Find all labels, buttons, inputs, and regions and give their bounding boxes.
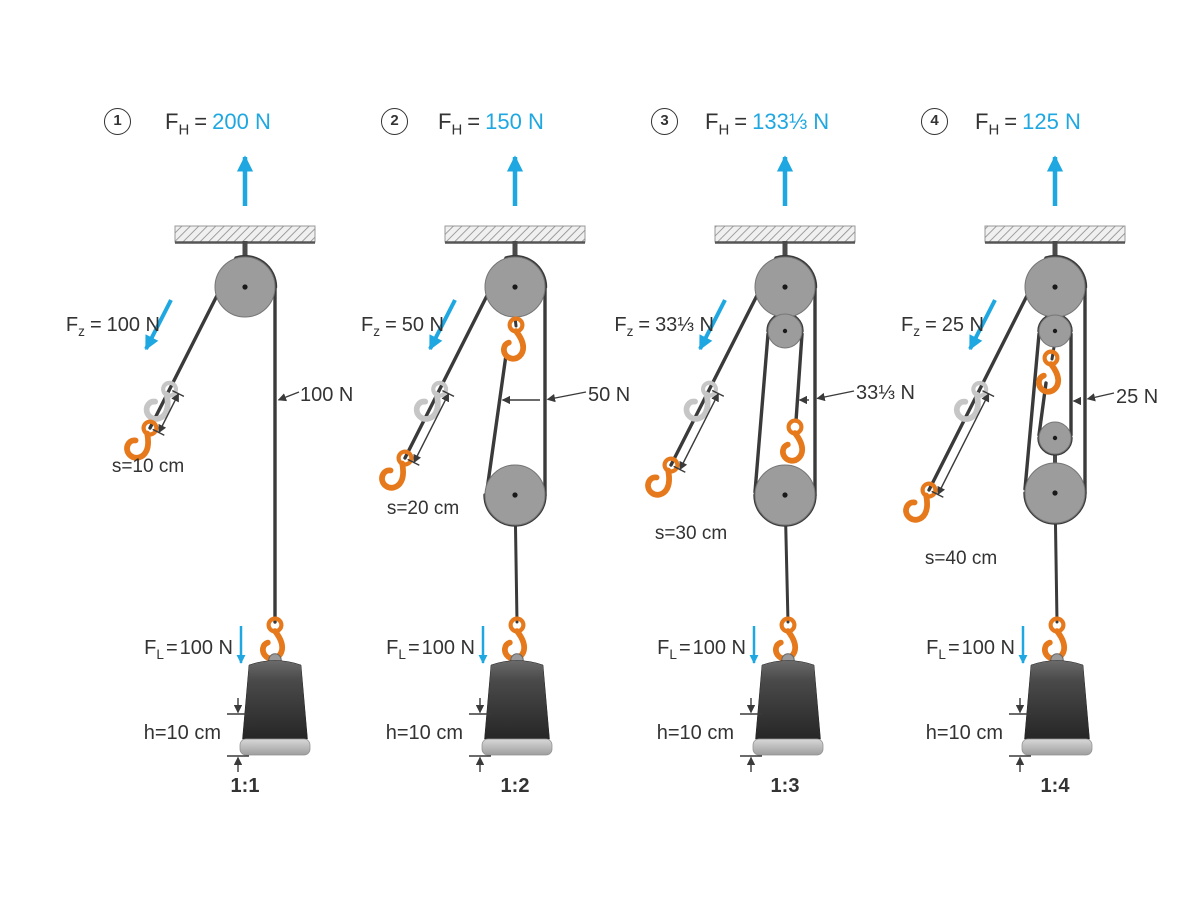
s-dimension (407, 389, 455, 466)
panel-number: 2 (381, 108, 408, 135)
ratio-label: 1:2 (500, 775, 530, 797)
load-hook (263, 619, 282, 659)
ratio-label: 1:3 (770, 775, 800, 797)
fixed-pulley-small (1038, 314, 1072, 348)
anchor-hook (1039, 352, 1058, 392)
load-hook (1045, 619, 1064, 659)
load-weight (239, 653, 311, 756)
rope-tension-label: 50 N (588, 384, 631, 406)
panel-number: 1 (104, 108, 131, 135)
ceiling-mount (444, 225, 586, 244)
force-fh-label: FH=133⅓ N (705, 109, 830, 139)
load-weight (1021, 653, 1093, 756)
h-dimension (740, 698, 762, 772)
rope-tension-label: 100 N (300, 384, 354, 406)
ceiling-mount (984, 225, 1126, 244)
h-dimension (1009, 698, 1031, 772)
force-fz-arrow (428, 299, 457, 351)
s-dimension (931, 390, 995, 498)
ghost-hook (143, 378, 178, 422)
panel-1-rig (124, 155, 316, 772)
force-fz-arrow (968, 299, 997, 351)
force-fz-label: Fz=33⅓ N (614, 314, 714, 339)
ghost-hook (683, 378, 718, 422)
h-dimension (227, 698, 249, 772)
force-fh-label: FH=150 N (438, 109, 544, 139)
height-label: h=10 cm (925, 722, 1003, 744)
rope-tension-label: 25 N (1116, 386, 1159, 408)
s-distance-label: s=10 cm (111, 456, 185, 477)
fixed-pulley-large (754, 256, 816, 318)
fixed-pulley-small (767, 313, 803, 349)
force-fz-arrow (144, 299, 173, 351)
tie-strand (794, 332, 804, 423)
ceiling-mount (174, 225, 316, 244)
movable-pulley-large (1024, 462, 1086, 524)
s-dimension (152, 389, 185, 436)
load-hook (505, 619, 524, 659)
panel-3-rig (645, 155, 856, 772)
pull-hook (379, 447, 414, 491)
anchor-hook (504, 319, 523, 359)
height-label: h=10 cm (143, 722, 221, 744)
panel-number: 4 (921, 108, 948, 135)
tension-leaders (798, 390, 855, 405)
tension-leaders (1072, 392, 1115, 406)
force-fz-label: Fz=25 N (901, 314, 984, 339)
ratio-label: 1:1 (230, 775, 260, 797)
left-strand (1023, 332, 1041, 491)
height-label: h=10 cm (656, 722, 734, 744)
load-hook (776, 619, 795, 659)
force-fl-label: FL=100 N (657, 637, 746, 662)
fixed-pulley (484, 256, 546, 318)
anchor-hook (783, 421, 802, 461)
load-weight (481, 653, 553, 756)
panel-4-rig (903, 155, 1126, 772)
h-dimension (469, 698, 491, 772)
force-fl-label: FL=100 N (144, 637, 233, 662)
pull-hook (645, 454, 680, 498)
fixed-pulley (214, 256, 276, 318)
s-distance-label: s=30 cm (654, 523, 728, 544)
s-distance-label: s=40 cm (924, 548, 998, 569)
panel-number: 3 (651, 108, 678, 135)
pull-hook (903, 479, 938, 523)
ceiling-mount (714, 225, 856, 244)
load-weight (752, 653, 824, 756)
movable-pulley (484, 464, 546, 526)
force-fl-label: FL=100 N (926, 637, 1015, 662)
ghost-hook (954, 378, 989, 422)
tension-leader (277, 391, 300, 402)
movable-pulley-small (1038, 421, 1072, 455)
tie-strand (485, 353, 508, 492)
rope-tension-label: 33⅓ N (856, 382, 915, 404)
height-label: h=10 cm (385, 722, 463, 744)
s-distance-label: s=20 cm (386, 498, 460, 519)
ghost-hook (414, 378, 449, 422)
tension-leaders (501, 391, 587, 405)
fixed-pulley-large (1024, 256, 1086, 318)
pull-hook (124, 417, 159, 461)
ratio-label: 1:4 (1040, 775, 1070, 797)
s-dimension (673, 389, 725, 473)
force-fz-label: Fz=100 N (65, 314, 160, 339)
force-fh-label: FH=125 N (975, 109, 1081, 139)
left-strand (753, 332, 770, 494)
force-fl-label: FL=100 N (386, 637, 475, 662)
panel-2-rig (379, 155, 587, 772)
force-fz-arrow (698, 299, 727, 351)
force-fz-label: Fz=50 N (361, 314, 444, 339)
movable-pulley (754, 464, 816, 526)
force-fh-label: FH=200 N (165, 109, 271, 139)
